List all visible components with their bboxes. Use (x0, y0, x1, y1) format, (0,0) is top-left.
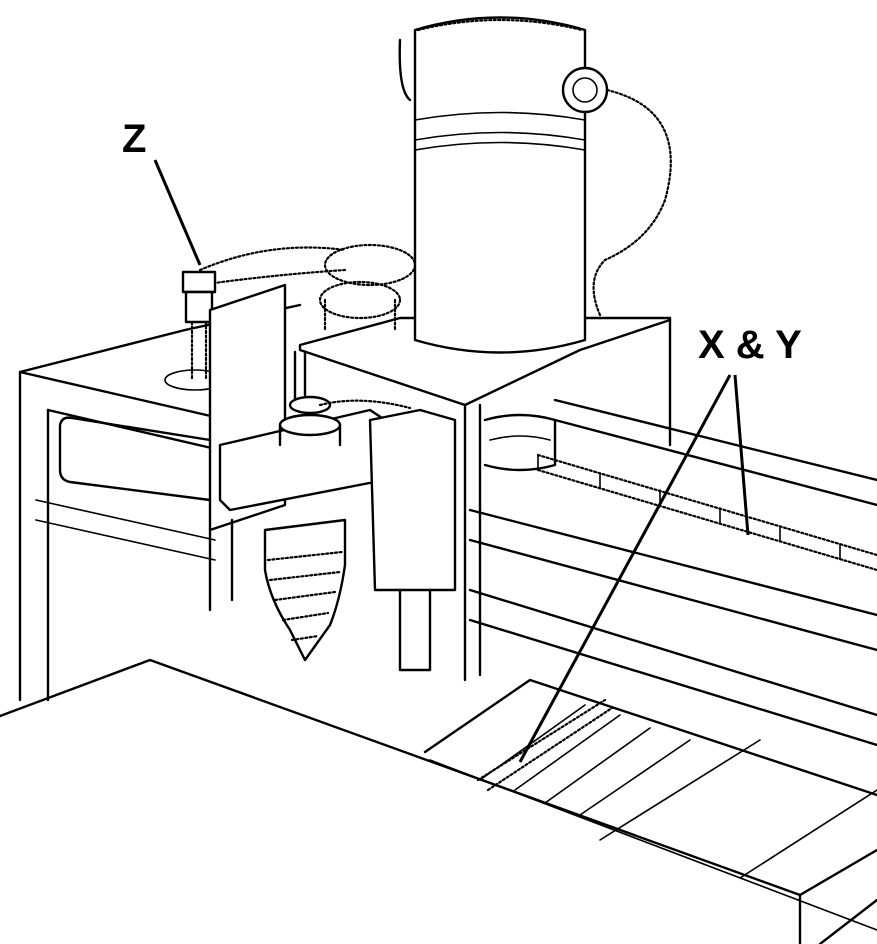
leader-z (153, 159, 202, 266)
label-group-z: Z (122, 117, 202, 266)
label-z: Z (122, 117, 146, 161)
motor (398, 16, 672, 354)
carriage (293, 316, 672, 682)
leader-xy-rack (733, 374, 750, 536)
leader-xy-table (518, 374, 732, 763)
work-table (0, 658, 877, 944)
label-x-and-y: X & Y (698, 323, 802, 367)
x-rail-assembly (468, 398, 877, 792)
spindle-head (218, 395, 457, 672)
label-group-xy: X & Y (518, 323, 802, 763)
